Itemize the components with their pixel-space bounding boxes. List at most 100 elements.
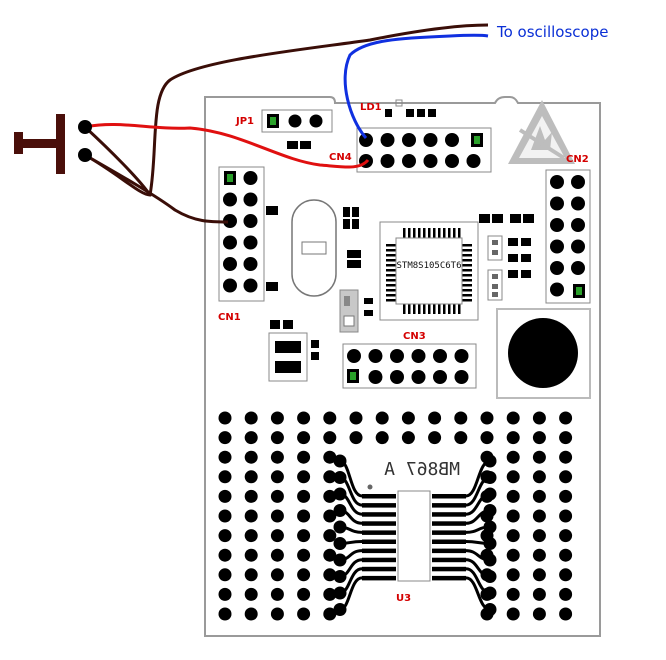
mcu-pin (462, 269, 472, 272)
u3-trace-pad (483, 471, 497, 484)
grid-pad (218, 587, 232, 601)
pad (550, 218, 564, 232)
grid-pad (218, 470, 232, 484)
u3-pin (432, 566, 466, 572)
grid-pad (375, 431, 389, 445)
grid-pad (559, 607, 573, 621)
grid-pad (532, 529, 546, 543)
grid-pad (506, 568, 520, 582)
u3-pin (432, 530, 466, 535)
smd-pair-a (287, 141, 311, 149)
pad (550, 239, 564, 254)
grid-pad (297, 548, 311, 562)
pad (243, 214, 258, 228)
grid-pad (297, 568, 311, 582)
u3-pin (362, 521, 396, 526)
grid-pad (559, 548, 573, 562)
pad (223, 257, 237, 271)
grid-pad (506, 411, 520, 425)
u3-pin (432, 575, 466, 581)
grid-pad (532, 607, 546, 621)
cn3-label: CN3 (403, 331, 426, 342)
mcu-pin (428, 304, 431, 314)
pad (411, 349, 426, 363)
wire-brown-from-button (83, 125, 152, 196)
grid-pad (270, 470, 284, 484)
grid-pad (349, 411, 363, 425)
pad (433, 370, 447, 384)
mcu-pin (458, 228, 461, 238)
mcu-pin (386, 244, 396, 247)
wire-brown-to-cn1 (84, 153, 229, 224)
grid-pad (270, 607, 284, 621)
grid-pad (244, 607, 258, 621)
mcu-pin (403, 228, 406, 238)
mcu-pin (386, 289, 396, 292)
u3-pin (362, 575, 396, 581)
pad (423, 133, 438, 147)
mcu-pin (458, 304, 461, 314)
grid-pad (323, 489, 337, 503)
grid-pad (218, 568, 232, 582)
pad (402, 154, 416, 168)
grid-pad (270, 489, 284, 503)
pad (445, 154, 459, 168)
mcu-pin (423, 228, 426, 238)
grid-pad (323, 529, 337, 543)
u3-trace-pad (333, 553, 347, 567)
grid-pad (480, 411, 494, 425)
mcu-pin (413, 304, 416, 314)
ld1-label: LD1 (360, 102, 382, 113)
mcu-pin (386, 249, 396, 252)
mcu-pin (462, 294, 472, 297)
grid-pad (401, 411, 415, 425)
grid-pad (270, 529, 284, 543)
mcu-pin (462, 249, 472, 252)
grid-pad (218, 450, 232, 464)
u3-pin (432, 512, 466, 517)
grid-pad (428, 411, 442, 425)
grid-pad (559, 489, 573, 503)
grid-pad (532, 489, 546, 503)
pad (390, 349, 404, 363)
mcu-pin (443, 304, 446, 314)
grid-pad (297, 470, 311, 484)
mcu-pin (418, 304, 421, 314)
grid-pad (297, 587, 311, 601)
u3-pin (432, 539, 466, 544)
grid-pad (559, 587, 573, 601)
grid-pad (323, 431, 337, 445)
u3-trace-pad (333, 520, 347, 534)
mcu-pin (443, 228, 446, 238)
u3-trace-pad (483, 537, 497, 550)
grid-pad (559, 568, 573, 582)
mcu-pin (433, 228, 436, 238)
grid-pad (218, 529, 232, 543)
pad (223, 192, 237, 207)
grid-pad (270, 568, 284, 582)
pad (223, 214, 237, 228)
grid-pad (297, 607, 311, 621)
smd-group-d (268, 320, 319, 382)
mcu-pin (386, 294, 396, 297)
pad (550, 261, 564, 275)
u3-pin (432, 494, 466, 499)
mcu-pin (408, 304, 411, 314)
buzzer-icon (508, 318, 578, 388)
grid-pad (375, 411, 389, 425)
mcu-pin (413, 228, 416, 238)
board-marking: MB867 A (384, 459, 460, 480)
cn3-header (342, 343, 477, 389)
u3-trace-pad (333, 504, 347, 517)
regulator (339, 289, 373, 333)
grid-pad (428, 431, 442, 445)
pad (454, 349, 469, 363)
grid-pad (244, 450, 258, 464)
pad (380, 154, 395, 168)
pad (243, 235, 258, 250)
grid-pad (323, 548, 337, 562)
u3-traces (333, 454, 497, 616)
pad (571, 218, 585, 232)
u3-trace-pad (483, 603, 497, 616)
